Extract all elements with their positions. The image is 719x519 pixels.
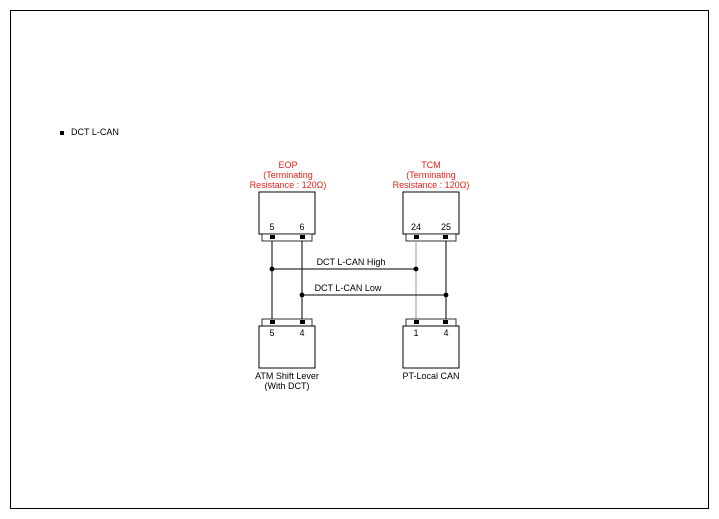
eop-connector: 5 6 — [258, 191, 316, 242]
tcm-desc-line3: Resistance : 120Ω) — [393, 180, 470, 190]
atm-connector: 5 4 — [258, 318, 316, 369]
section-heading: DCT L-CAN — [60, 127, 119, 137]
eop-pin-5: 5 — [269, 222, 274, 232]
bullet-icon — [60, 130, 64, 135]
eop-pin-6: 6 — [299, 222, 304, 232]
page-frame — [10, 10, 709, 509]
tcm-name: TCM — [421, 160, 441, 170]
atm-pin-4: 4 — [299, 328, 304, 338]
tcm-pin-25: 25 — [441, 222, 451, 232]
wire-high-label: DCT L-CAN High — [317, 257, 386, 267]
ptcan-connector: 1 4 — [402, 318, 460, 369]
wire-low-label: DCT L-CAN Low — [315, 283, 382, 293]
ptcan-label: PT-Local CAN — [402, 371, 459, 381]
ptcan-pin-1: 1 — [413, 328, 418, 338]
atm-label-line1: ATM Shift Lever — [255, 371, 319, 381]
tcm-pin-24: 24 — [411, 222, 421, 232]
section-title: DCT L-CAN — [71, 127, 119, 137]
eop-name: EOP — [278, 160, 297, 170]
atm-label-line2: (With DCT) — [265, 381, 310, 391]
tcm-desc-line2: (Terminating — [406, 170, 456, 180]
atm-pin-5: 5 — [269, 328, 274, 338]
eop-desc-line2: (Terminating — [263, 170, 313, 180]
splice-points — [269, 266, 449, 298]
tcm-connector: 24 25 — [402, 191, 460, 242]
ptcan-pin-4: 4 — [443, 328, 448, 338]
wires — [271, 241, 447, 319]
eop-desc-line3: Resistance : 120Ω) — [250, 180, 327, 190]
